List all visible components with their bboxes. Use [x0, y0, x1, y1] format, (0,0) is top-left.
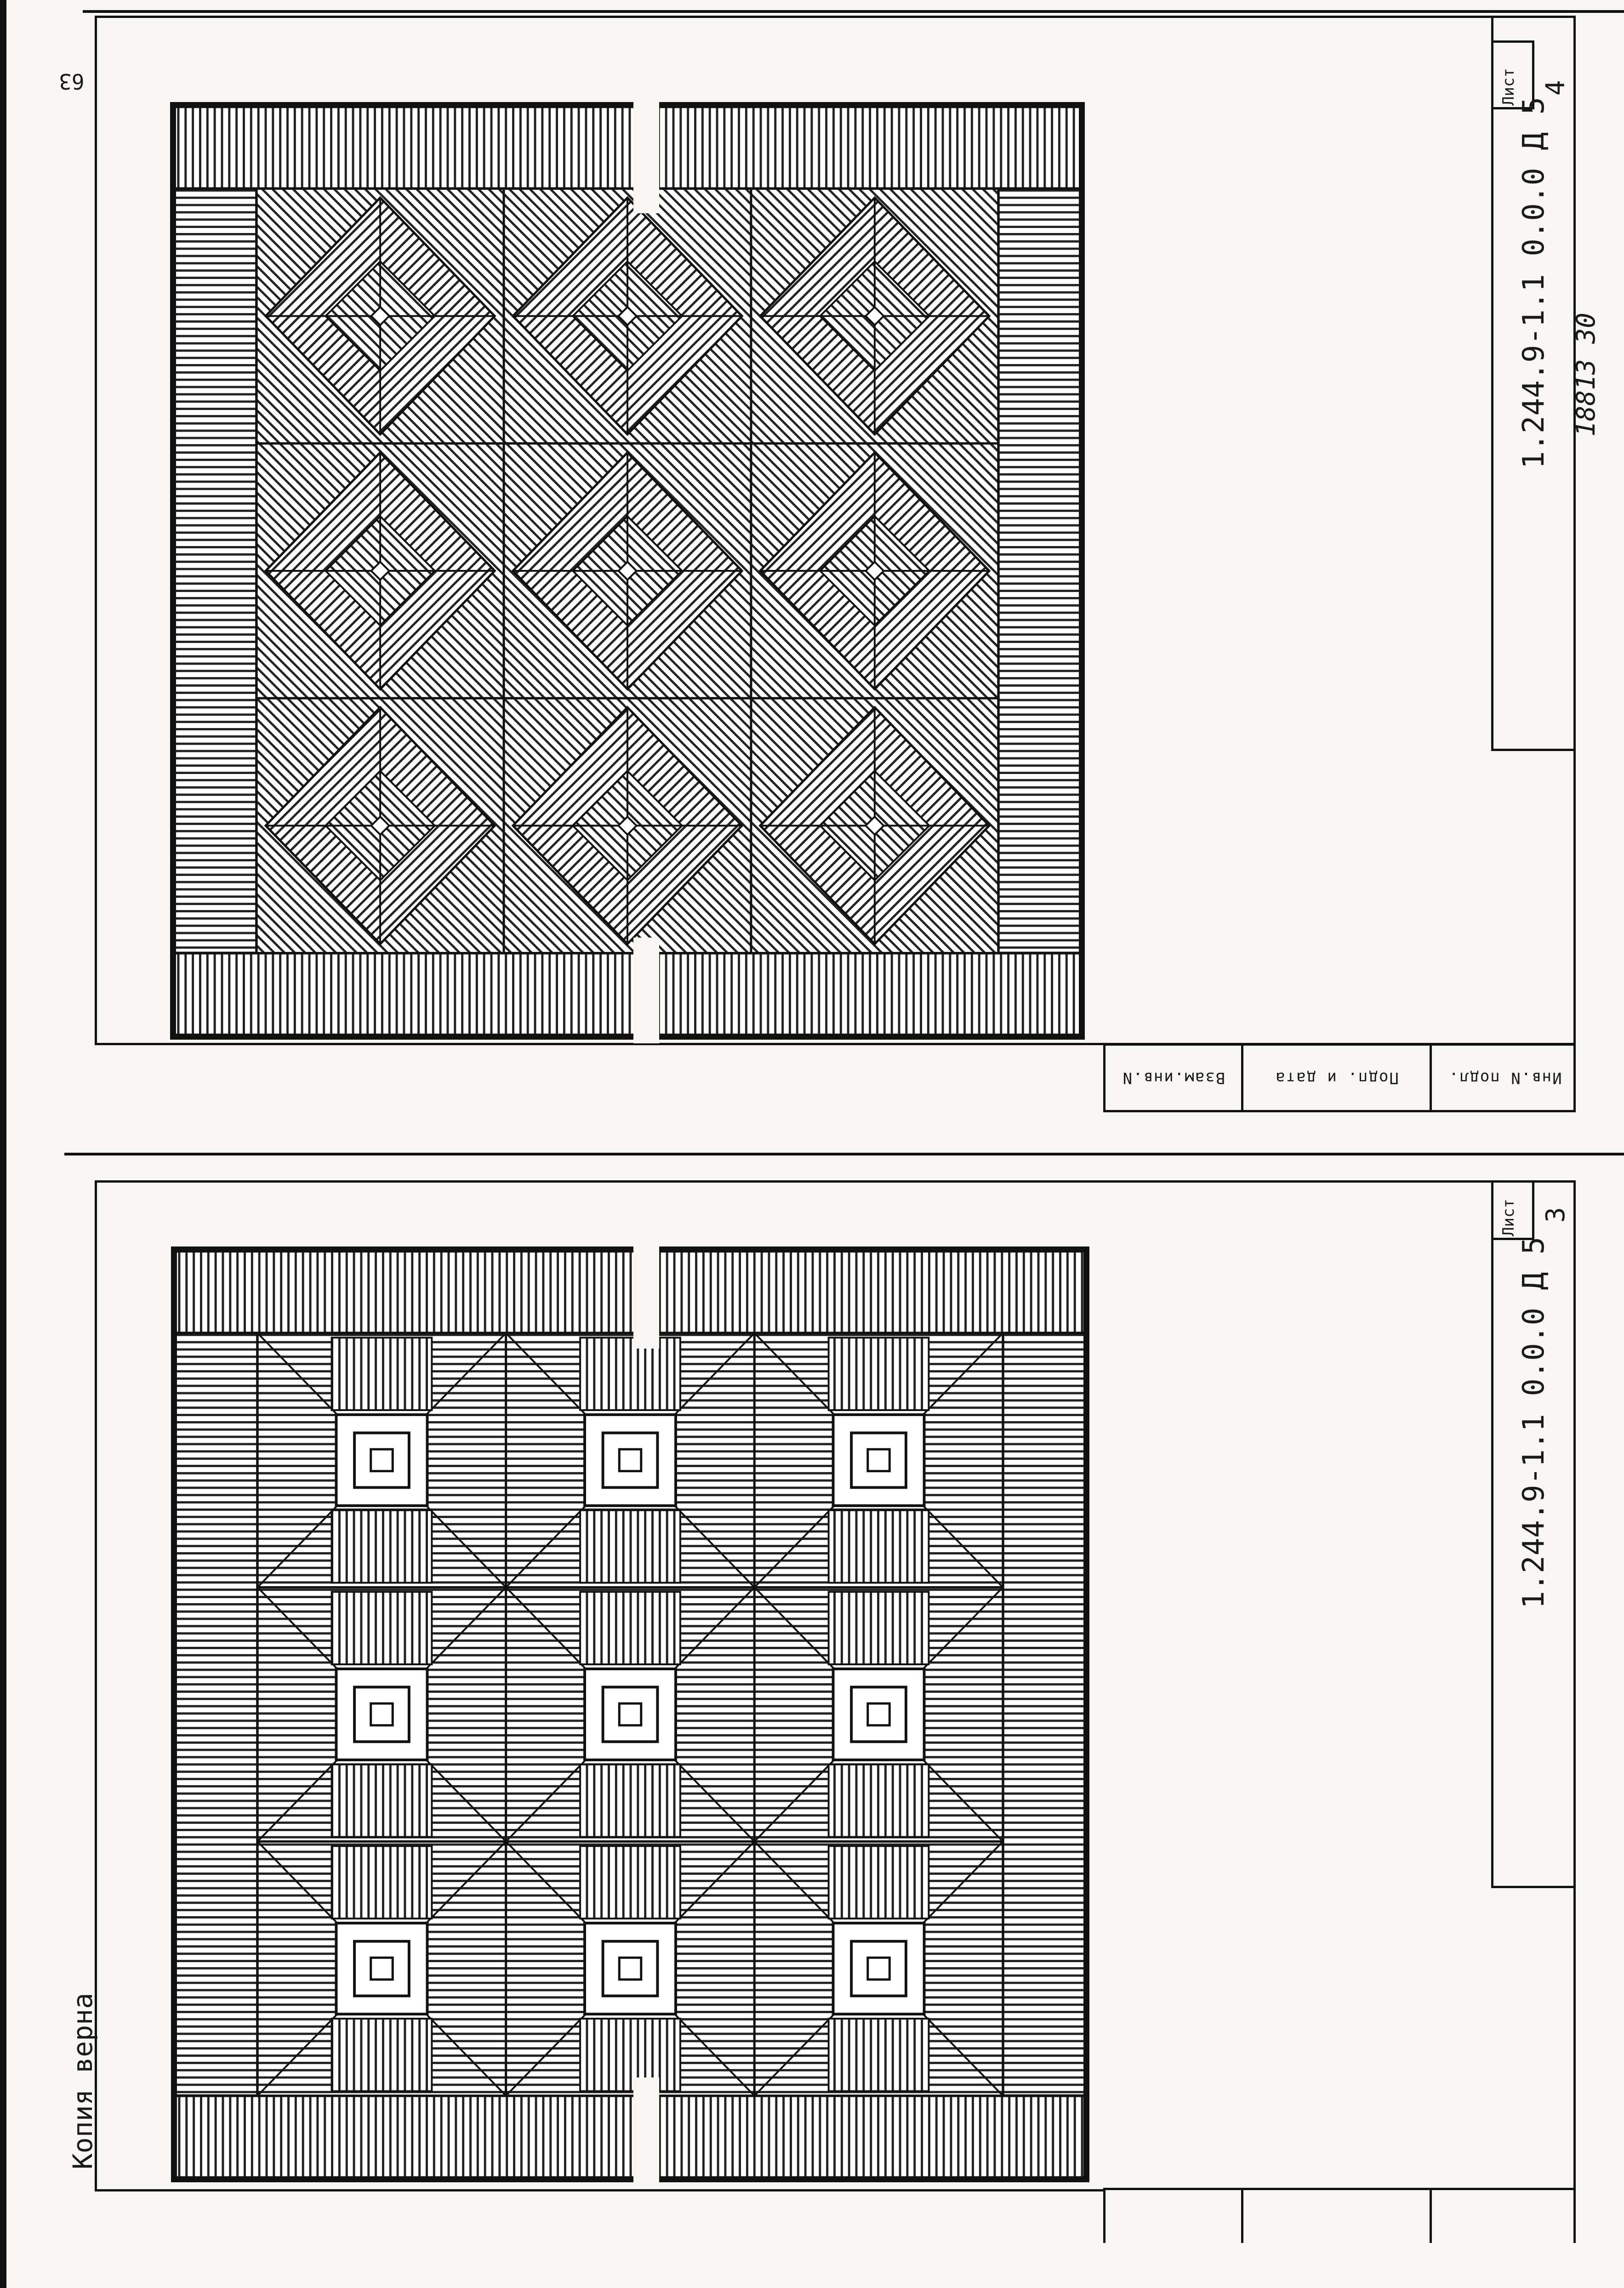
square-module — [753, 1332, 1004, 1588]
left-binding-edge — [0, 0, 6, 2288]
lower-square-grid — [256, 1332, 1004, 2097]
lower-floor-plan-square-pattern — [171, 1246, 1089, 2182]
diamond-module — [255, 442, 505, 700]
upper-door-gap-top — [633, 98, 659, 213]
diamond-module — [502, 187, 752, 445]
upper-title-block — [1491, 16, 1576, 751]
stamp-cell-inventory: Инв.N подл. — [1432, 1046, 1578, 1110]
upper-sheet-label: Лист — [1499, 68, 1518, 106]
lower-title-block — [1491, 1180, 1576, 1888]
square-module — [256, 1332, 507, 1588]
upper-plan-drawing — [175, 107, 1080, 1035]
square-module — [256, 1586, 507, 1843]
upper-door-gap-bottom — [633, 938, 659, 1043]
stamp-label-signature: Подп. и дата — [1274, 1069, 1399, 1087]
stamp-label-inventory: Инв.N подл. — [1448, 1069, 1562, 1087]
diamond-module — [750, 187, 1000, 445]
lower-plan-drawing — [176, 1251, 1085, 2178]
stamp-cell-signature: Подп. и дата — [1243, 1046, 1432, 1110]
lower-door-gap-top — [633, 1243, 659, 1349]
square-module — [753, 1840, 1004, 2097]
diamond-module — [255, 697, 505, 955]
lower-sheet-label: Лист — [1499, 1199, 1518, 1236]
copy-certification-note: Копия верна — [67, 1992, 98, 2169]
lower-door-gap-bottom — [633, 2077, 659, 2188]
square-module — [256, 1840, 507, 2097]
corner-page-number: 63 — [59, 69, 85, 94]
lower-document-code: 1.244.9-1.1 0.0.0 Д 5 — [1517, 1236, 1551, 1609]
sheet-separator-line — [64, 1153, 1624, 1155]
square-module — [505, 1332, 756, 1588]
stamp-cell-replacement: Взам.инв.N — [1105, 1046, 1243, 1110]
upper-document-code: 1.244.9-1.1 0.0.0 Д 5 — [1517, 97, 1551, 469]
upper-sheet-number: 4 — [1541, 80, 1571, 96]
lower-stamp-row — [1103, 2188, 1576, 2243]
lower-sheet-number: 3 — [1541, 1207, 1571, 1223]
top-edge — [83, 10, 1624, 13]
square-module — [505, 1840, 756, 2097]
upper-floor-plan-diagonal-pattern — [170, 102, 1085, 1040]
stamp-label-replacement: Взам.инв.N — [1122, 1069, 1225, 1087]
upper-diamond-grid — [255, 187, 1000, 955]
upper-sheet-label-box — [1491, 40, 1534, 109]
diamond-module — [502, 442, 752, 700]
lower-stamp-cell-1 — [1105, 2190, 1243, 2243]
diamond-module — [502, 697, 752, 955]
diamond-module — [255, 187, 505, 445]
lower-sheet-label-box — [1491, 1180, 1534, 1240]
square-module — [753, 1586, 1004, 1843]
archive-number: 18813 30 — [1571, 313, 1601, 437]
stamp-row: Взам.инв.N Подп. и дата Инв.N подл. — [1103, 1043, 1576, 1112]
lower-stamp-cell-2 — [1243, 2190, 1432, 2243]
square-module — [505, 1586, 756, 1843]
diamond-module — [750, 442, 1000, 700]
diamond-module — [750, 697, 1000, 955]
